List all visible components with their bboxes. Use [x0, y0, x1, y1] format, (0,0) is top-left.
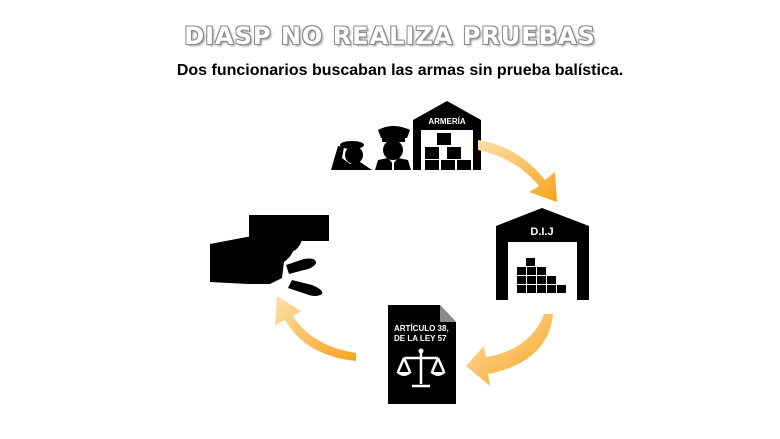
dij-warehouse-icon: D.I.J [496, 208, 589, 300]
law-document-scales-icon: ARTÍCULO 38, DE LA LEY 57 [388, 305, 456, 404]
armory-warehouse-icon: ARMERÍA [413, 101, 481, 170]
page-title: DIASP NO REALIZA PRUEBAS [184, 22, 596, 50]
police-officers-icon [331, 126, 411, 170]
armory-label: ARMERÍA [428, 117, 466, 126]
scales-of-justice-icon [396, 352, 446, 388]
cycle-arrow-3 [275, 296, 356, 361]
hand-gun-bullets-icon [210, 215, 329, 296]
page-subtitle: Dos funcionarios buscaban las armas sin … [176, 62, 624, 79]
dij-label: D.I.J [530, 226, 553, 238]
document-line-1: ARTÍCULO 38, [394, 324, 449, 333]
cycle-arrow-1 [478, 140, 557, 202]
document-line-2: DE LA LEY 57 [394, 334, 447, 343]
cycle-arrow-2 [466, 314, 553, 386]
